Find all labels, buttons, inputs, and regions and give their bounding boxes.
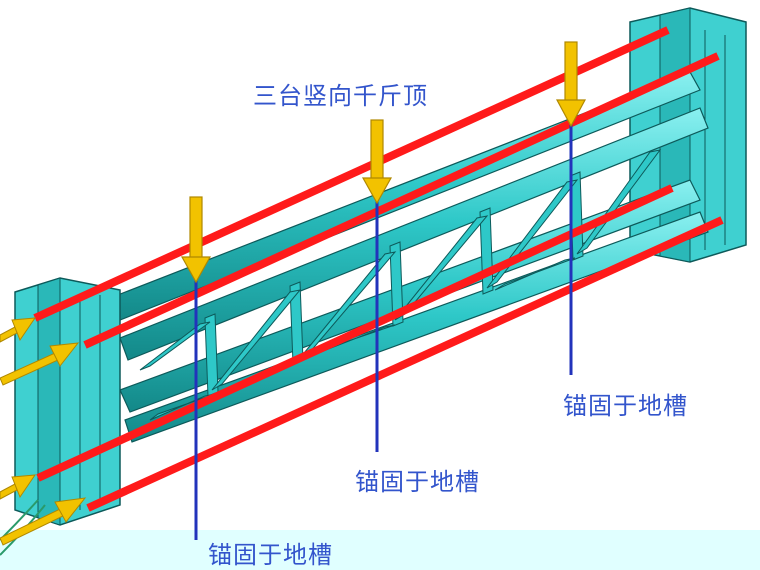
- anchor-label-right: 锚固于地槽: [563, 392, 688, 420]
- red-tension-bars: [33, 26, 724, 512]
- anchor-label-left: 锚固于地槽: [208, 541, 333, 569]
- jack-label: 三台竖向千斤顶: [253, 82, 428, 110]
- truss-web: [139, 149, 662, 421]
- red-bar-4: [86, 216, 724, 512]
- bottom-band: [0, 530, 760, 570]
- anchor-label-middle: 锚固于地槽: [355, 468, 480, 496]
- load-arrow-4: [0, 497, 87, 546]
- load-arrow-1: [0, 317, 37, 343]
- jack-arrow-middle: [361, 119, 393, 205]
- jack-arrow-left: [180, 196, 212, 284]
- red-bar-3: [36, 184, 674, 482]
- red-bar-2: [83, 52, 720, 349]
- load-arrow-2: [0, 342, 80, 386]
- jack-arrows: [180, 41, 587, 284]
- jack-arrow-right: [555, 41, 587, 128]
- red-bar-1: [33, 26, 670, 322]
- load-arrow-3: [0, 474, 37, 500]
- horizontal-load-arrows: [0, 317, 87, 546]
- anchor-lines: [194, 122, 573, 540]
